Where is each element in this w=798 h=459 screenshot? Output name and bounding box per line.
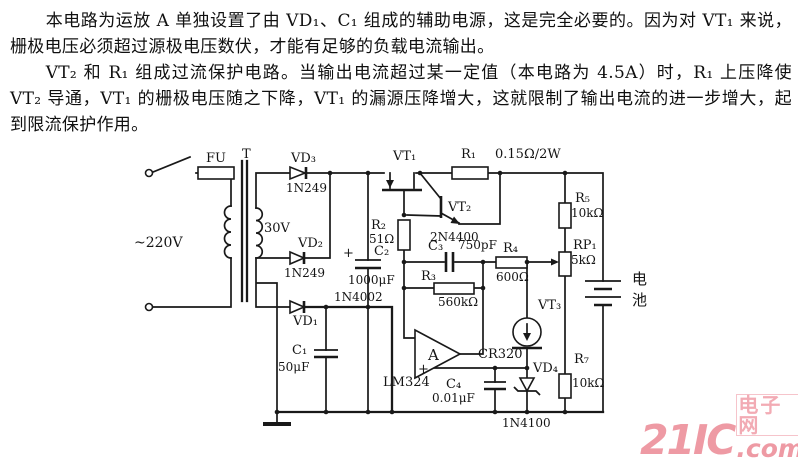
diode-vd3 xyxy=(289,165,308,181)
label-r5-value: 10kΩ xyxy=(571,206,604,220)
label-vt3-part: CR320 xyxy=(478,347,523,362)
label-vt3: VT₃ xyxy=(537,298,561,313)
label-rp1-value: 5kΩ xyxy=(571,253,596,267)
ac-terminal-bottom xyxy=(144,302,154,312)
label-opamp: A xyxy=(427,346,439,364)
label-vt2: VT₂ xyxy=(447,200,471,215)
diode-vd2 xyxy=(289,250,307,266)
body-text: 本电路为运放 A 单独设置了由 VD₁、C₁ 组成的辅助电源，这是完全必要的。因… xyxy=(0,2,798,138)
label-vd2: VD₂ xyxy=(297,236,323,251)
label-battery-1: 电 xyxy=(632,270,647,288)
label-opamp-plus: + xyxy=(418,362,429,377)
label-r3: R₃ xyxy=(421,269,436,284)
label-c1-value: 50μF xyxy=(278,360,309,374)
label-vd1-part: 1N4002 xyxy=(334,290,383,304)
transformer-primary-coil xyxy=(223,205,232,259)
mosfet-vt1 xyxy=(382,180,422,192)
label-vd4: VD₄ xyxy=(532,361,558,376)
label-vd2-part: 1N249 xyxy=(284,266,325,280)
resistor-r2 xyxy=(397,219,411,251)
label-r1: R₁ xyxy=(461,147,476,162)
transistor-vt2 xyxy=(439,196,460,224)
capacitor-c3 xyxy=(444,252,455,272)
label-vd3: VD₃ xyxy=(290,151,316,166)
capacitor-c1 xyxy=(314,349,338,359)
label-battery-2: 池 xyxy=(632,291,647,309)
capacitor-c2 xyxy=(355,259,381,270)
label-c3-value: 750pF xyxy=(458,238,497,252)
label-secondary-voltage: 30V xyxy=(264,221,291,236)
transformer-secondary-coil xyxy=(255,207,264,259)
junction-dots xyxy=(274,170,568,415)
watermark-brand: 21IC xyxy=(640,416,736,459)
paragraph-1: 本电路为运放 A 单独设置了由 VD₁、C₁ 组成的辅助电源，这是完全必要的。因… xyxy=(10,11,792,57)
label-transformer: T xyxy=(242,147,251,162)
label-r4: R₄ xyxy=(503,241,518,256)
opamp-triangle xyxy=(414,328,462,380)
label-fuse: FU xyxy=(206,151,226,166)
label-vd1: VD₁ xyxy=(292,314,318,329)
resistor-r7 xyxy=(558,373,572,399)
label-vt2-part: 2N4400 xyxy=(430,230,479,244)
label-opamp-part: LM324 xyxy=(383,375,430,390)
label-r7-value: 10kΩ xyxy=(572,376,605,390)
ac-terminal-top xyxy=(144,168,154,178)
fuse-symbol xyxy=(197,166,235,180)
label-r5: R₅ xyxy=(575,191,590,206)
capacitor-c4 xyxy=(484,381,506,391)
label-c2-value: 1000μF xyxy=(348,273,395,287)
label-vd3-part: 1N249 xyxy=(286,181,327,195)
watermark-site-name: 电子网 xyxy=(736,394,798,436)
label-c4: C₄ xyxy=(446,377,461,392)
current-regulator-vt3 xyxy=(512,317,542,350)
label-c1: C₁ xyxy=(292,343,307,358)
resistor-r5 xyxy=(558,202,572,229)
watermark-domain: .com xyxy=(736,434,798,459)
heavy-wires xyxy=(275,305,605,414)
wiper-arrow xyxy=(551,258,559,266)
label-c2: C₂ xyxy=(374,244,389,259)
transformer-core xyxy=(240,159,249,303)
resistor-r3 xyxy=(433,282,475,295)
label-ac-voltage: ~220V xyxy=(134,235,183,251)
zener-diode-vd4 xyxy=(513,377,541,396)
label-c4-value: 0.01μF xyxy=(432,391,475,405)
potentiometer-rp1 xyxy=(558,251,572,277)
label-r2-value: 51Ω xyxy=(369,232,394,246)
label-r7: R₇ xyxy=(574,352,589,367)
site-watermark: 21IC 电子网 .com xyxy=(640,394,798,459)
paragraph-2: VT₂ 和 R₁ 组成过流保护电路。当输出电流超过某一定值（本电路为 4.5A）… xyxy=(10,63,792,135)
battery-symbol xyxy=(585,280,621,307)
label-r3-value: 560kΩ xyxy=(438,295,478,309)
label-c3: C₃ xyxy=(428,239,443,254)
label-rp1: RP₁ xyxy=(573,238,597,253)
resistor-r1 xyxy=(451,166,489,180)
label-r1-value: 0.15Ω/2W xyxy=(495,147,561,162)
label-r4-value: 600Ω xyxy=(496,270,529,284)
label-r2: R₂ xyxy=(371,218,386,233)
label-vt1: VT₁ xyxy=(392,149,416,164)
resistor-r4 xyxy=(495,256,528,269)
diode-vd1 xyxy=(289,299,307,315)
switch-blade xyxy=(151,155,192,174)
label-c2-plus: + xyxy=(343,246,354,261)
label-vd4-part: 1N4100 xyxy=(502,416,551,430)
